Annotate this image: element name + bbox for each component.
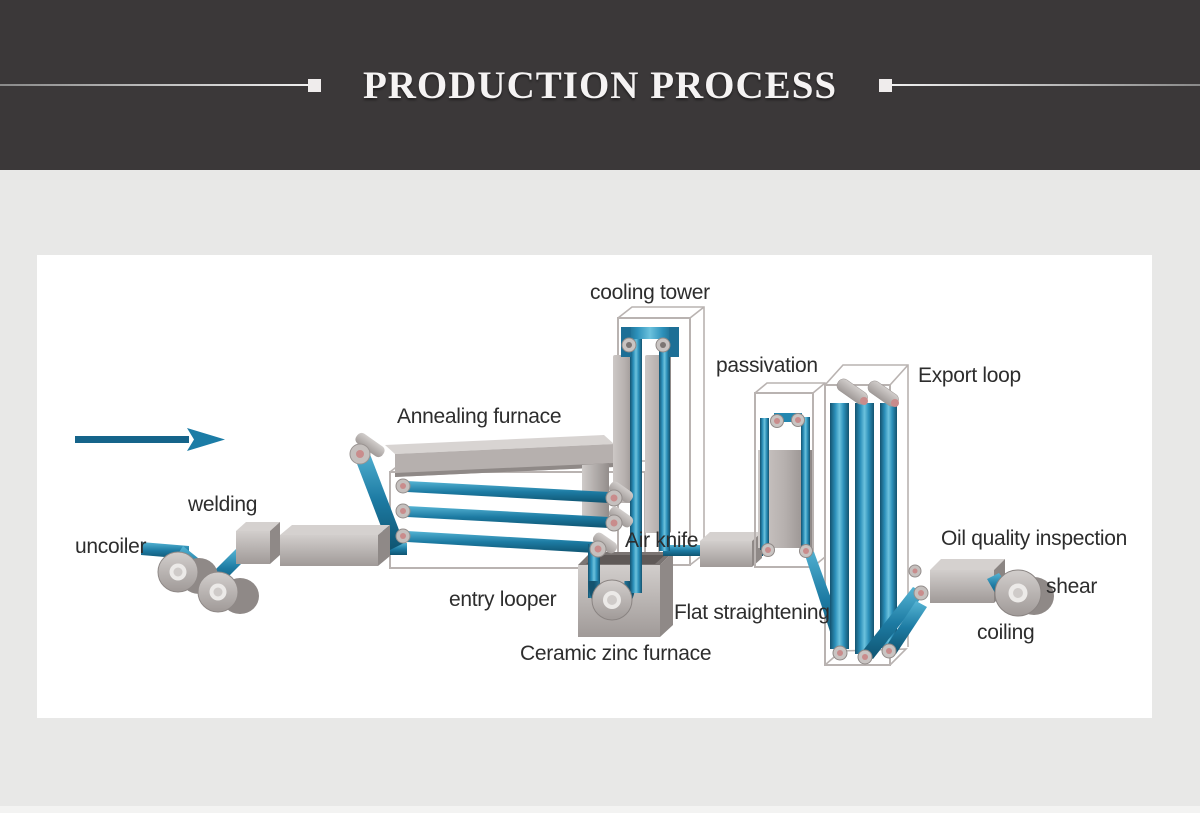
zinc-pot-sink-roller: [591, 579, 633, 621]
process-diagram-illustration: [75, 306, 1054, 666]
square-bullet-icon-right: [879, 78, 893, 92]
label-cooling-tower: cooling tower: [590, 281, 710, 304]
label-uncoiler: uncoiler: [75, 535, 147, 558]
flow-direction-arrow: [75, 428, 225, 451]
welding-machine: [236, 522, 390, 566]
label-passivation: passivation: [716, 354, 818, 377]
uncoiler-rollers: [157, 551, 259, 614]
footer-strip: [0, 806, 1200, 813]
header-rule-right: [892, 84, 1200, 86]
label-oil-quality-inspection: Oil quality inspection: [941, 527, 1127, 550]
annealing-furnace-rollers: [349, 432, 634, 558]
coiler-roller: [994, 569, 1054, 617]
passivation-pulleys: [761, 413, 813, 558]
passivation-unit: [754, 382, 826, 568]
label-export-loop: Export loop: [918, 364, 1021, 387]
export-loop-rollers: [832, 378, 899, 665]
label-flat-straightening: Flat straightening: [674, 601, 830, 624]
cooling-tower-pulleys: [621, 337, 671, 353]
label-annealing-furnace: Annealing furnace: [397, 405, 562, 428]
label-ceramic-zinc-furnace: Ceramic zinc furnace: [520, 642, 712, 665]
label-coiling: coiling: [977, 621, 1035, 644]
diagram-panel: uncoiler welding Annealing furnace cooli…: [37, 255, 1152, 718]
header-band: PRODUCTION PROCESS: [0, 0, 1200, 170]
label-welding: welding: [188, 493, 258, 516]
label-entry-looper: entry looper: [449, 588, 557, 611]
label-shear: shear: [1046, 575, 1098, 598]
inspection-guide-rollers: [908, 564, 929, 601]
header-rule-left: [0, 84, 308, 86]
square-bullet-icon-left: [307, 78, 321, 92]
label-air-knife: Air knife: [625, 529, 699, 552]
page-title: PRODUCTION PROCESS: [362, 63, 838, 107]
steel-strip-path: [141, 327, 1011, 659]
transfer-box: [700, 532, 762, 567]
